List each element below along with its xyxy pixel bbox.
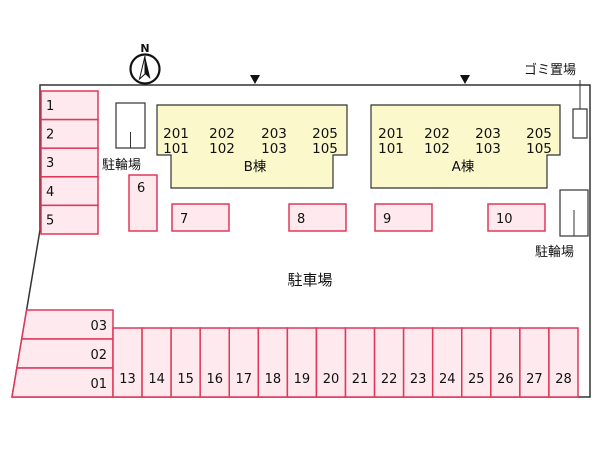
parking-space-number: 20: [323, 372, 340, 387]
bike-parking-right-label: 駐輪場: [535, 244, 574, 260]
unit-number: 201: [163, 126, 189, 142]
parking-space-21: [344, 327, 376, 398]
entrance-marker-icon: [250, 75, 260, 84]
parking-space-8: [288, 203, 347, 232]
unit-number: 102: [209, 141, 235, 157]
parking-space-9: [374, 203, 433, 232]
unit-number: 103: [261, 141, 287, 157]
unit-number: 101: [163, 141, 189, 157]
parking-space-number: 13: [119, 372, 136, 387]
bike-parking-left-label: 駐輪場: [102, 157, 141, 173]
building-b: 201 202 203 205 101 102 103 105 B棟: [156, 104, 348, 189]
building-name: A棟: [452, 159, 475, 175]
parking-space-26: [490, 327, 521, 398]
parking-space-20: [315, 327, 347, 398]
parking-space-number: 7: [180, 212, 188, 227]
unit-number: 205: [526, 126, 552, 142]
parking-space-number: 14: [148, 372, 165, 387]
unit-number: 205: [312, 126, 338, 142]
parking-space-17: [228, 327, 260, 398]
parking-space-6: [128, 174, 158, 232]
unit-number: 105: [312, 141, 338, 157]
parking-space-5: [40, 204, 99, 235]
parking-space-number: 15: [177, 372, 194, 387]
parking-space-number: 26: [497, 372, 514, 387]
parking-space-number: 23: [410, 372, 427, 387]
parking-space-22: [373, 327, 405, 398]
unit-number: 101: [378, 141, 404, 157]
parking-space-25: [461, 327, 492, 398]
building-name: B棟: [244, 159, 267, 175]
unit-number: 105: [526, 141, 552, 157]
compass-letter: N: [140, 42, 149, 55]
parking-space-number: 19: [294, 372, 311, 387]
parking-space-number: 8: [297, 212, 305, 227]
unit-number: 103: [475, 141, 501, 157]
unit-number: 203: [475, 126, 501, 142]
unit-number: 203: [261, 126, 287, 142]
parking-space-3: [40, 147, 99, 178]
parking-space-23: [402, 327, 434, 398]
parking-space-number: 28: [555, 372, 572, 387]
parking-space-number: 3: [46, 156, 54, 171]
parking-space-number: 24: [439, 372, 456, 387]
unit-number: 202: [209, 126, 235, 142]
garbage-area-label: ゴミ置場: [524, 62, 576, 78]
parking-space-number: 03: [90, 319, 107, 334]
parking-space-14: [141, 327, 172, 398]
parking-space-number: 27: [526, 372, 543, 387]
entrance-marker-icon: [460, 75, 470, 84]
parking-space-number: 17: [236, 372, 253, 387]
parking-space-number: 6: [137, 181, 145, 196]
parking-space-number: 9: [383, 212, 391, 227]
parking-space-number: 22: [381, 372, 398, 387]
parking-space-2: [40, 118, 99, 149]
parking-space-13: [112, 327, 143, 398]
parking-space-number: 16: [206, 372, 223, 387]
parking-space-number: 21: [352, 372, 369, 387]
unit-number: 202: [424, 126, 450, 142]
parking-lot-label: 駐車場: [287, 271, 332, 289]
parking-space-number: 4: [46, 185, 54, 200]
parking-space-10: [487, 203, 546, 232]
parking-space-number: 25: [468, 372, 485, 387]
parking-space-7: [171, 203, 230, 232]
north-compass-icon: N: [129, 42, 161, 85]
parking-space-number: 5: [46, 213, 54, 228]
parking-space-27: [519, 327, 550, 398]
parking-space-24: [431, 327, 463, 398]
unit-number: 201: [378, 126, 404, 142]
parking-space-number: 18: [265, 372, 282, 387]
parking-space-18: [257, 327, 289, 398]
unit-number: 102: [424, 141, 450, 157]
parking-space-28: [548, 327, 579, 398]
parking-space-number: 01: [90, 377, 107, 392]
parking-space-number: 1: [46, 99, 54, 114]
parking-space-number: 10: [496, 212, 513, 227]
building-a: 201 202 203 205 101 102 103 105 A棟: [370, 104, 561, 189]
garbage-area: [572, 108, 588, 139]
parking-space-number: 02: [90, 348, 107, 363]
parking-space-number: 2: [46, 128, 54, 143]
